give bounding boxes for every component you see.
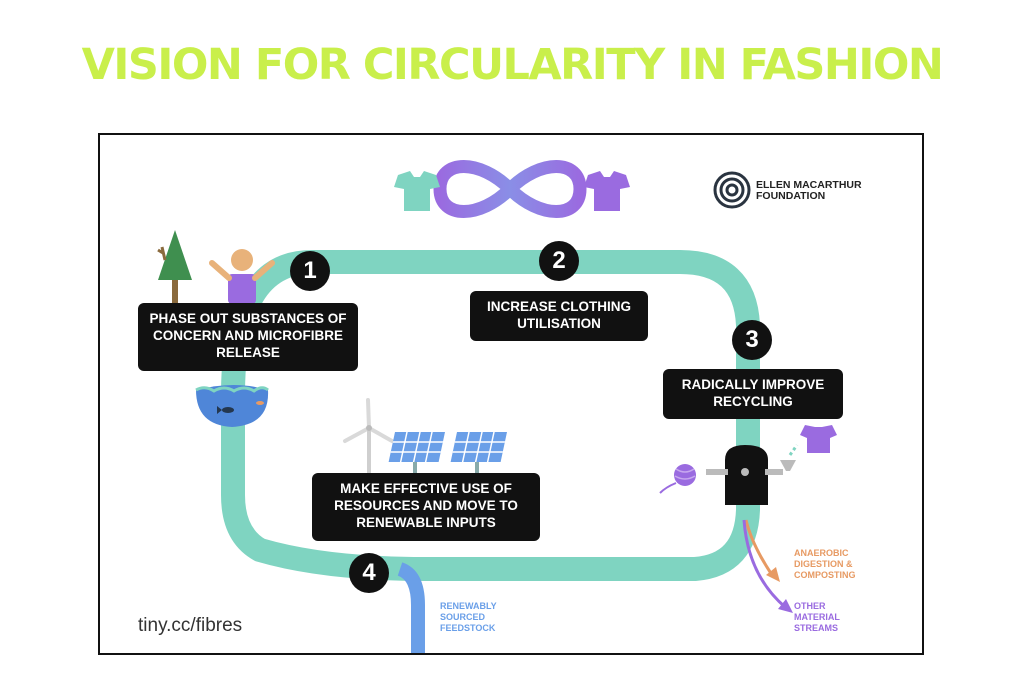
person-icon [209,249,275,304]
step-2-number: 2 [539,241,579,281]
foundation-name-line2: FOUNDATION [756,190,826,202]
step-1-number: 1 [290,251,330,291]
water-fish-icon [195,385,269,427]
diagram-frame: ELLEN MACARTHUR FOUNDATION 1 2 3 4 PHASE… [98,133,924,655]
foundation-name-line1: ELLEN MACARTHUR [756,179,862,191]
anaerobic-line2: DIGESTION & [794,559,853,569]
renewable-line1: RENEWABLY [440,601,497,611]
other-line2: MATERIAL [794,612,840,622]
tree-icon [157,230,192,304]
page-title: VISION FOR CIRCULARITY IN FASHION [81,40,944,90]
anaerobic-stream [744,519,774,576]
step-3-number: 3 [732,320,772,360]
other-streams-path [742,519,786,609]
step-1-label: PHASE OUT SUBSTANCES OF CONCERN AND MICR… [138,303,358,371]
renewable-line2: SOURCED [440,612,486,622]
anaerobic-arrowhead [766,567,780,582]
tshirt-icon [788,425,837,456]
anaerobic-label: ANAEROBIC DIGESTION & COMPOSTING [794,548,856,581]
renewable-feedstock-stream [397,562,425,653]
solar-panel-icon [388,432,507,473]
foundation-name: ELLEN MACARTHUR FOUNDATION [756,180,862,202]
anaerobic-line1: ANAEROBIC [794,548,849,558]
yarn-ball-icon [659,464,696,494]
infinity-shirts-icon [394,160,630,218]
other-line3: STREAMS [794,623,839,633]
step-4-number: 4 [349,553,389,593]
other-line1: OTHER [794,601,826,611]
other-streams-label: OTHER MATERIAL STREAMS [794,601,840,634]
renewable-feedstock-label: RENEWABLY SOURCED FEEDSTOCK [440,601,497,634]
step-3-label: RADICALLY IMPROVE RECYCLING [663,369,843,419]
step-2-label: INCREASE CLOTHING UTILISATION [470,291,648,341]
wind-turbine-icon [343,398,394,473]
source-url: tiny.cc/fibres [138,615,243,636]
step-4-label: MAKE EFFECTIVE USE OF RESOURCES AND MOVE… [312,473,540,541]
anaerobic-line3: COMPOSTING [794,570,856,580]
recycling-machine-icon [706,445,796,505]
other-streams-arrowhead [778,599,793,613]
foundation-logo-icon [713,171,751,209]
renewable-line3: FEEDSTOCK [440,623,496,633]
